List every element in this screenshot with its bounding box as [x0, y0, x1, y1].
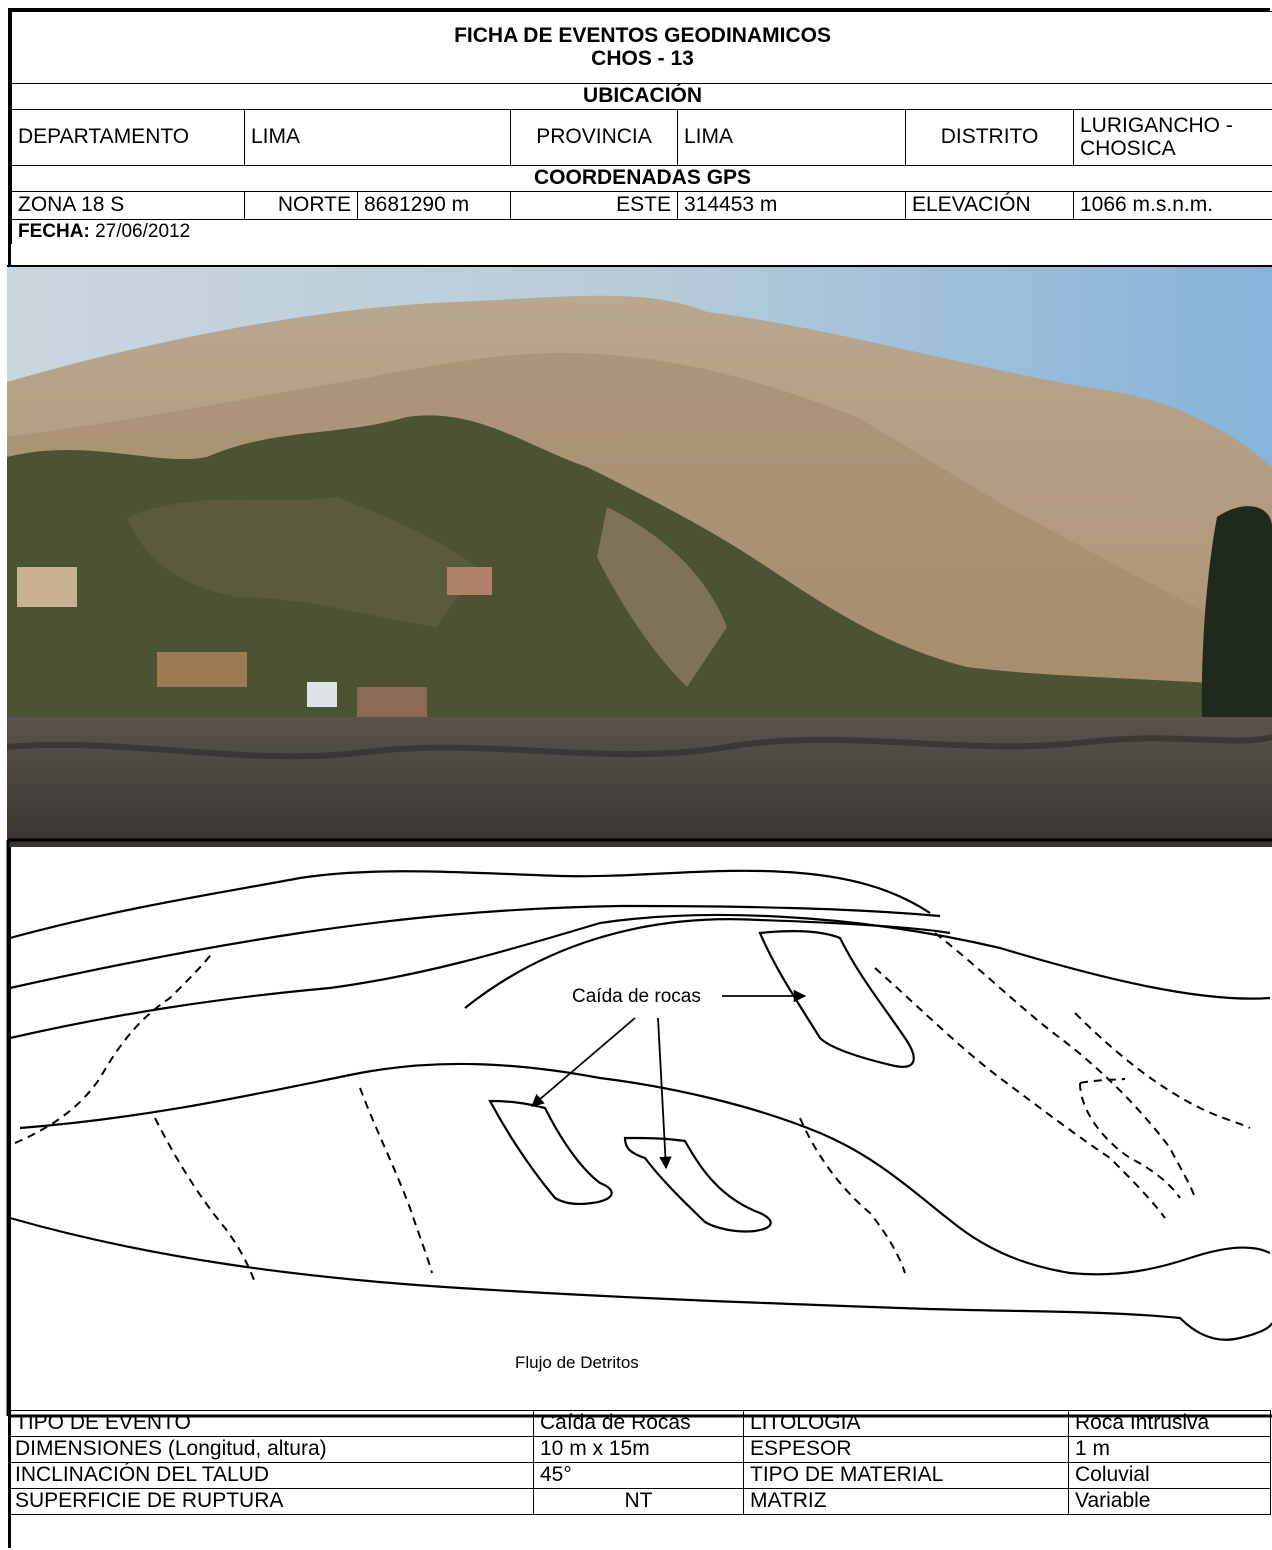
rupture-surface-label: SUPERFICIE DE RUPTURA	[8, 1488, 534, 1515]
dashed-line-4	[799, 1117, 906, 1274]
ubicacion-heading: UBICACIÓN	[10, 83, 1272, 110]
scree-slope	[597, 507, 727, 687]
slope-inclination-label: INCLINACIÓN DEL TALUD	[8, 1462, 534, 1489]
house-5	[357, 687, 427, 717]
sheet-title-cell: FICHA DE EVENTOS GEODINAMICOS CHOS - 13	[10, 11, 1272, 84]
matrix-value: Variable	[1068, 1488, 1271, 1515]
rockfall-area-2	[488, 1099, 613, 1206]
coordenadas-heading: COORDENADAS GPS	[10, 165, 1272, 192]
thickness-label: ESPESOR	[743, 1436, 1069, 1463]
dashed-line-6	[874, 967, 1166, 1219]
contour-ridge-top	[9, 869, 931, 940]
dashed-contours	[14, 932, 1251, 1284]
fecha-value: 27/06/2012	[95, 220, 191, 242]
house-4	[447, 567, 492, 595]
elevacion-label: ELEVACIÓN	[905, 191, 1074, 220]
vegetation-patches	[127, 497, 477, 627]
sheet-code: CHOS - 13	[591, 46, 694, 70]
matrix-label: MATRIZ	[743, 1488, 1069, 1515]
panorama-photo	[7, 265, 1272, 847]
material-type-label: TIPO DE MATERIAL	[743, 1462, 1069, 1489]
rockfall-area-3	[623, 1136, 772, 1233]
dashed-line-7	[1074, 1012, 1251, 1129]
provincia-value: LIMA	[677, 109, 906, 166]
interpretation-sketch: Caída de rocas Flujo de Detritos	[0, 838, 1272, 1420]
norte-value: 8681290 m	[357, 191, 511, 220]
contour-mid	[19, 1062, 1271, 1276]
lithology-value: Roca Intrusiva	[1068, 1410, 1271, 1437]
rock-foreground	[7, 717, 1272, 847]
arrows	[531, 989, 807, 1170]
dashed-line-1	[14, 952, 213, 1144]
dashed-line-2	[154, 1117, 256, 1284]
tree-right	[1201, 506, 1272, 787]
contour-upper-slope	[9, 913, 1271, 1040]
label-rockfall: Caída de rocas	[572, 986, 701, 1007]
label-debris-flow: Flujo de Detritos	[515, 1353, 639, 1372]
house-2	[157, 652, 247, 687]
thickness-value: 1 m	[1068, 1436, 1271, 1463]
event-sheet: FICHA DE EVENTOS GEODINAMICOS CHOS - 13 …	[8, 8, 1272, 1548]
distrito-value: LURIGANCHO - CHOSICA	[1072, 109, 1272, 166]
sketch-drawing: Caída de rocas Flujo de Detritos	[6, 838, 1272, 1418]
provincia-label: PROVINCIA	[510, 109, 678, 166]
event-details-table: TIPO DE EVENTO Caída de Rocas LITOLOGIA …	[8, 1410, 1271, 1515]
distrito-label: DISTRITO	[905, 109, 1074, 166]
lithology-label: LITOLOGIA	[743, 1410, 1069, 1437]
slope-inclination-value: 45°	[533, 1462, 744, 1489]
dimensions-label: DIMENSIONES (Longitud, altura)	[8, 1436, 534, 1463]
header-table: FICHA DE EVENTOS GEODINAMICOS CHOS - 13 …	[10, 11, 1272, 244]
departamento-value: LIMA	[244, 109, 511, 166]
event-type-label: TIPO DE EVENTO	[8, 1410, 534, 1437]
dimensions-value: 10 m x 15m	[533, 1436, 744, 1463]
dashed-line-3	[359, 1087, 433, 1274]
contour-inner-arc	[464, 918, 951, 1009]
contour-ridge-2	[9, 904, 941, 990]
fecha-row: FECHA: 27/06/2012	[10, 219, 1272, 244]
contour-base	[9, 1216, 1272, 1341]
arrow-to-area-2	[531, 1017, 636, 1107]
este-label: ESTE	[510, 191, 678, 220]
este-value: 314453 m	[677, 191, 906, 220]
house-1	[17, 567, 77, 607]
rock-texture	[7, 734, 1272, 760]
panorama-photo-art	[7, 267, 1272, 847]
arrow-to-area-3	[657, 1017, 672, 1170]
departamento-label: DEPARTAMENTO	[11, 109, 245, 166]
rupture-surface-value: NT	[533, 1488, 744, 1515]
dashed-line-8	[1079, 1078, 1126, 1084]
event-type-value: Caída de Rocas	[533, 1410, 744, 1437]
solid-contours	[9, 869, 1272, 1341]
zona-value: ZONA 18 S	[11, 191, 245, 220]
elevacion-value: 1066 m.s.n.m.	[1072, 191, 1272, 220]
norte-label: NORTE	[244, 191, 358, 220]
rockfall-area-1	[758, 930, 915, 1068]
fecha-label: FECHA:	[18, 220, 90, 242]
dashed-line-5	[934, 932, 1196, 1199]
material-type-value: Coluvial	[1068, 1462, 1271, 1489]
sheet-title: FICHA DE EVENTOS GEODINAMICOS	[454, 24, 831, 48]
house-3	[307, 682, 337, 707]
